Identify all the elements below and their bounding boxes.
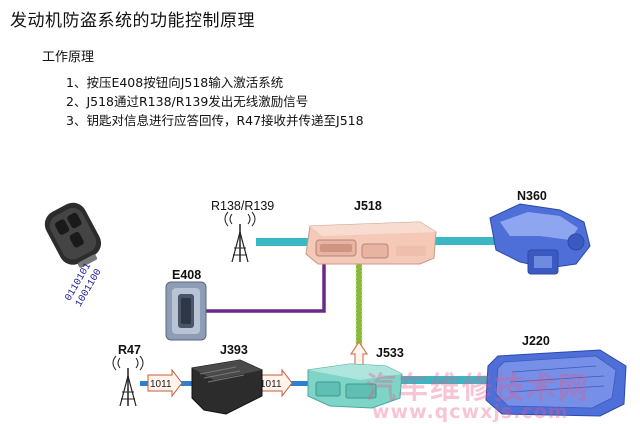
label-n360: N360 bbox=[517, 189, 547, 203]
j533-module bbox=[307, 363, 403, 409]
label-j518: J518 bbox=[354, 199, 382, 213]
page-title: 发动机防盗系统的功能控制原理 bbox=[10, 11, 255, 31]
n360-module bbox=[489, 203, 591, 275]
label-r47: R47 bbox=[118, 343, 141, 357]
cyan-bus-antenna-j518 bbox=[256, 238, 316, 246]
step-3: 3、钥匙对信息进行应答回传，R47接收并传递至J518 bbox=[66, 113, 364, 128]
j518-module bbox=[305, 221, 437, 265]
step-2: 2、J518通过R138/R139发出无线激励信号 bbox=[66, 94, 309, 109]
green-wire-j533-j518 bbox=[356, 256, 362, 371]
watermark-text: 汽车维修技术网 bbox=[366, 371, 590, 406]
up-arrow bbox=[349, 340, 369, 367]
key-fob-icon bbox=[44, 202, 102, 268]
j220-module bbox=[485, 349, 627, 417]
cyan-bus-j518-n360 bbox=[434, 237, 500, 245]
step-1: 1、按压E408按钮向J518输入激活系统 bbox=[66, 75, 284, 90]
bit-label-r47-j393: 1011 bbox=[150, 379, 172, 390]
bit-label-j393-j533: 1011 bbox=[260, 379, 282, 390]
j393-module bbox=[191, 359, 263, 415]
label-r138-r139: R138/R139 bbox=[211, 199, 274, 213]
antenna-r47-icon bbox=[112, 355, 144, 407]
key-bits: 0110101 1001100 bbox=[64, 261, 105, 309]
purple-wire-e408-j518 bbox=[206, 250, 326, 313]
label-e408: E408 bbox=[172, 268, 201, 282]
e408-button bbox=[165, 281, 207, 341]
label-j220: J220 bbox=[522, 334, 550, 348]
cyan-bus-j533-j220 bbox=[400, 376, 510, 384]
label-j393: J393 bbox=[220, 343, 248, 357]
section-heading: 工作原理 bbox=[42, 50, 95, 65]
bit-arrow-r47-j393: 1011 bbox=[147, 368, 183, 398]
watermark-url: www.qcwxjs.com bbox=[372, 401, 569, 423]
antenna-r138-icon bbox=[224, 211, 256, 263]
bit-arrow-j393-j533: 1011 bbox=[257, 368, 293, 398]
label-j533: J533 bbox=[376, 346, 404, 360]
